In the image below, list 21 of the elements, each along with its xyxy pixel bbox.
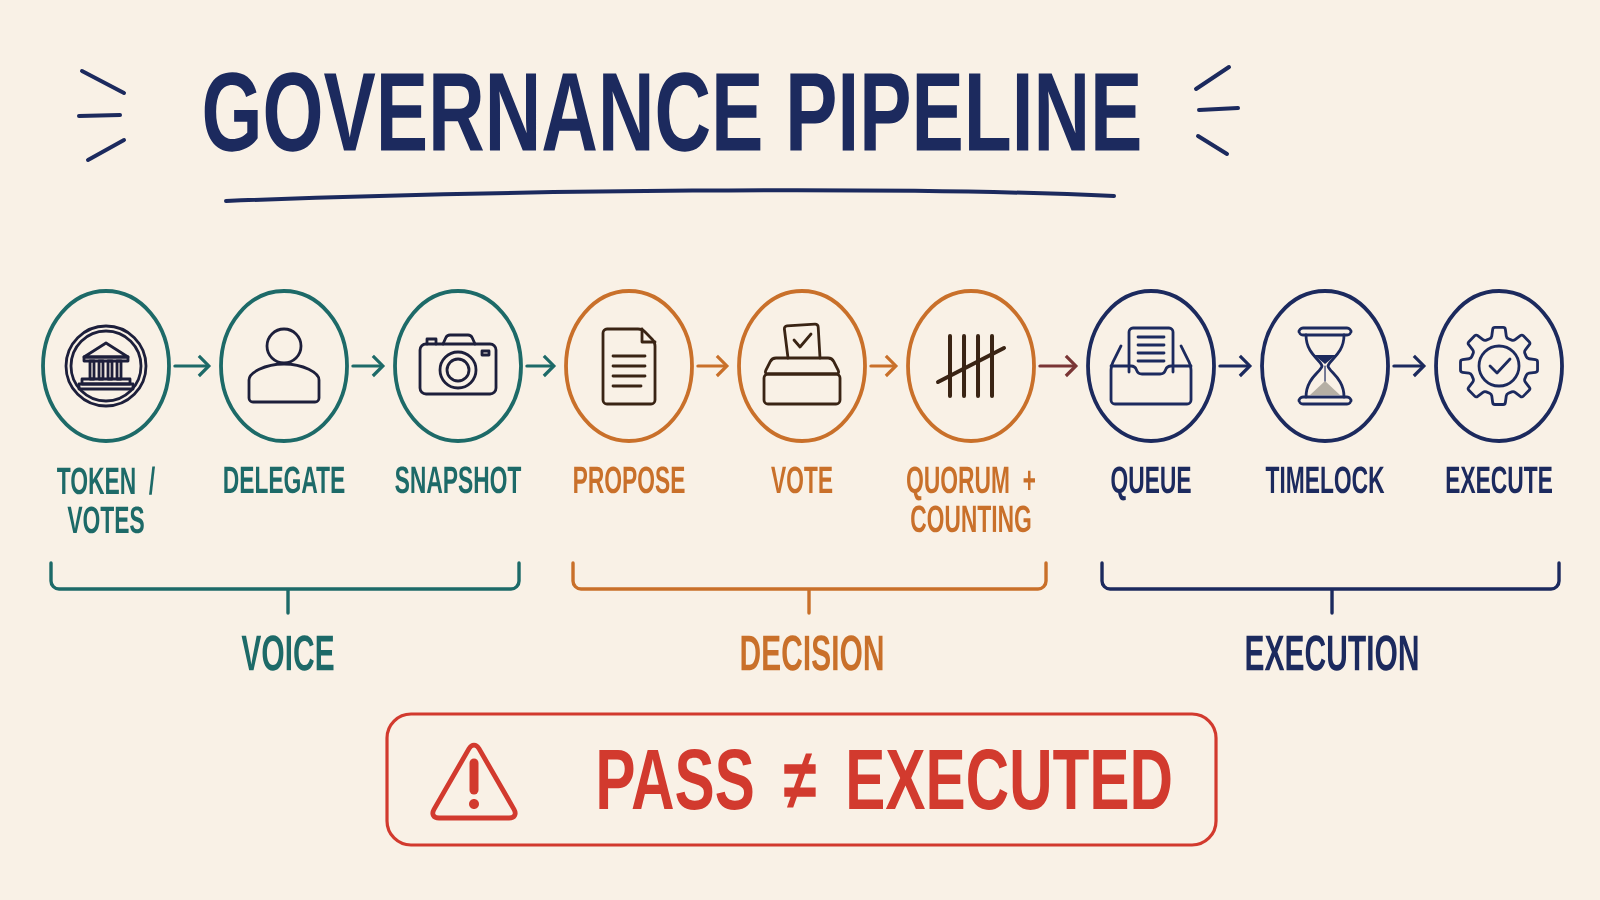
step-label: DELEGATE [224,466,345,494]
section-label: VOICE [241,635,334,671]
step-label: TIMELOCK [1265,466,1385,494]
arrow [1392,354,1427,378]
step-label: EXECUTE [1446,466,1552,494]
step-label: SNAPSHOT [395,466,522,494]
arrow [696,354,730,378]
arrow [1038,354,1079,378]
step-label: VOTE [771,466,833,494]
arrow [351,354,386,378]
title: GOVERNANCE PIPELINE [204,72,1140,152]
warning-box: PASS ≠ EXECUTED [385,712,1218,847]
arrow [525,354,557,378]
arrow [869,354,899,378]
step-label: PROPOSE [574,466,685,494]
step-label: QUORUM + COUNTING [907,466,1035,533]
step-label: TOKEN / VOTES [57,466,155,534]
arrow [173,354,212,378]
section-label: EXECUTION [1246,635,1418,671]
step-label: QUEUE [1111,466,1191,501]
arrow [1218,354,1253,378]
